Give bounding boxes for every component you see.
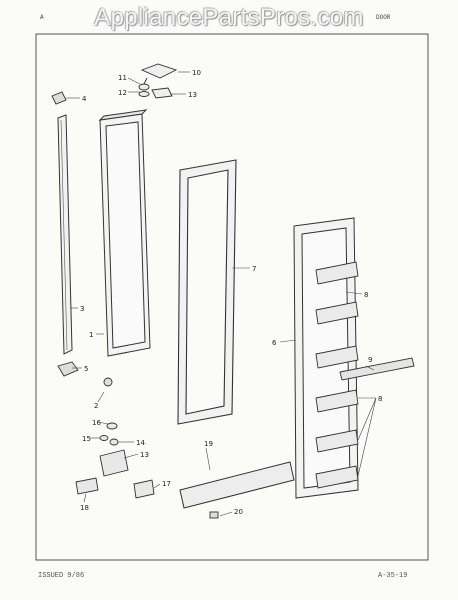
footer-issued: ISSUED 9/86 (38, 572, 85, 580)
door-handle-bar (179, 461, 295, 509)
callout-1: 1 (89, 331, 93, 339)
upper-hinge-bracket (140, 63, 178, 79)
callout-11: 11 (118, 74, 127, 82)
shelf-6 (315, 465, 359, 489)
shelf-1 (315, 261, 359, 285)
hinge-cover (75, 477, 99, 495)
callout-15: 14 (136, 439, 145, 447)
callout-20: 19 (204, 440, 213, 448)
callout-7: 7 (252, 265, 256, 273)
upper-hinge-assembly (138, 63, 178, 99)
footer-page-code: A-35-19 (378, 572, 408, 580)
callout-5: 5 (84, 365, 88, 373)
callout-6: 6 (272, 339, 277, 347)
callout-12: 12 (118, 89, 127, 97)
door-stop-clip (51, 91, 67, 105)
shelf-3 (315, 345, 359, 369)
callout-2: 2 (94, 402, 98, 410)
callout-3: 3 (80, 305, 84, 313)
callout-19: 18 (80, 504, 89, 512)
header-right: DOOR (376, 14, 391, 21)
shelf-5 (315, 429, 359, 453)
lower-bushing (109, 438, 119, 446)
header-left: A (40, 14, 44, 21)
screw (209, 511, 219, 519)
callout-13: 13 (188, 91, 197, 99)
shelf-2 (315, 301, 359, 325)
callout-10: 10 (192, 69, 201, 77)
hinge-bracket-18 (133, 479, 155, 499)
callout-14: 13 (140, 451, 149, 459)
callout-8-lower: 8 (378, 395, 382, 403)
lower-door-bracket (57, 361, 79, 377)
lower-hinge-bracket (99, 449, 129, 477)
door-shelves (315, 261, 359, 489)
callout-16: 15 (82, 435, 91, 443)
hinge-shim (151, 87, 173, 99)
bushing (103, 377, 113, 387)
callout-9: 9 (368, 356, 372, 364)
lower-hinge-pin (106, 422, 118, 430)
lower-washer (99, 435, 109, 441)
door-trim-strip (57, 114, 73, 355)
hinge-washer (138, 91, 150, 97)
watermark: AppliancePartsPros.com (94, 4, 364, 31)
hinge-pin (138, 83, 150, 91)
door-panel-frame (98, 109, 151, 357)
callout-18: 17 (162, 480, 171, 488)
callout-17: 16 (92, 419, 101, 427)
door-gasket (177, 159, 237, 425)
leader-lines (66, 71, 377, 517)
callout-21: 20 (234, 508, 243, 516)
callout-numbers: 10 11 12 13 4 3 1 5 2 7 6 8 9 8 16 15 14… (80, 69, 382, 516)
diagram-border (35, 33, 429, 561)
shelf-4 (315, 389, 359, 413)
shelf-rail (339, 357, 415, 381)
lower-hinge-assembly (75, 422, 155, 499)
callout-4: 4 (82, 95, 87, 103)
callout-8-upper: 8 (364, 291, 368, 299)
